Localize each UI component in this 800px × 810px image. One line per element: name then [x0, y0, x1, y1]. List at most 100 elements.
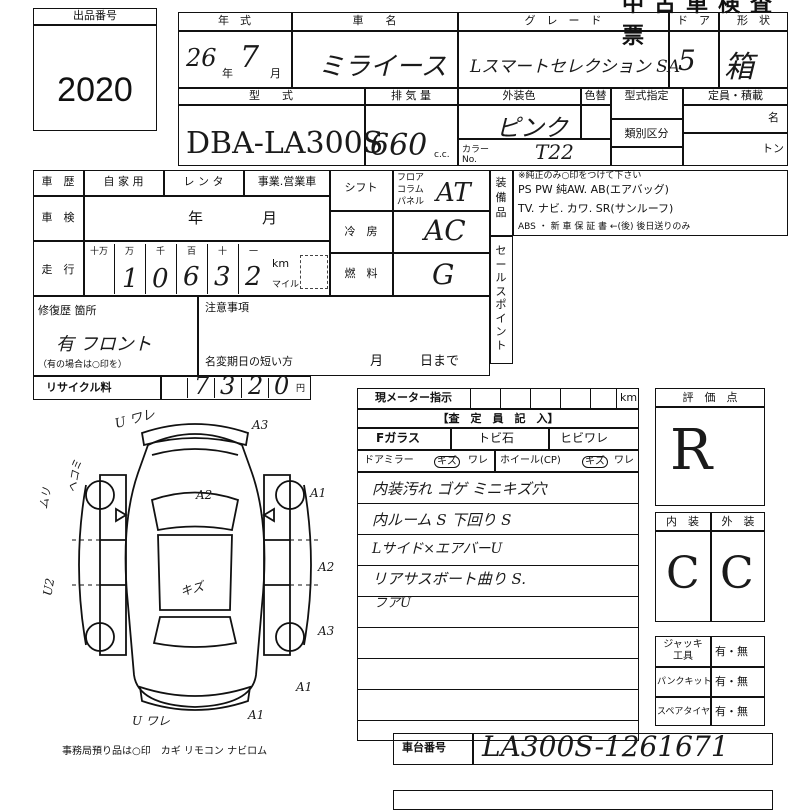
color-change-label: 色替 [584, 89, 607, 102]
equipment-line-1[interactable]: PS PW 純AW. AB(エアバッグ) [518, 183, 669, 196]
notes-label: 注意事項 [205, 301, 249, 314]
name-change-month-unit: 月 [370, 354, 384, 369]
mirror-scratch[interactable]: キズ [434, 456, 460, 468]
doors-value: 5 [678, 44, 696, 77]
car-damage-diagram [70, 423, 320, 711]
meter-unit: km [620, 391, 638, 404]
mileage-digit-label-10: 十 [218, 247, 228, 257]
recycle-unit: 円 [296, 384, 306, 394]
history-option-rental[interactable]: レ ン タ [183, 175, 224, 188]
mileage-digit-label-100: 百 [187, 247, 197, 257]
jack-label: ジャッキ 工具 [663, 639, 703, 662]
spare-tire-value[interactable]: 有・無 [715, 705, 748, 718]
shift-option-panel[interactable]: パネル [397, 197, 425, 207]
diagram-mark-right-door: A2 [318, 560, 335, 574]
shift-value: AT [436, 178, 471, 208]
inspector-note-4: リアサスボート曲り S. [372, 570, 526, 588]
inspector-label: 【査 定 員 記 入】 [437, 412, 559, 425]
equipment-note: ※純正のみ○印をつけて下さい [518, 171, 642, 181]
color-no-label: カラー No. [462, 145, 490, 165]
sale-point-box [490, 236, 513, 364]
mile-checkbox[interactable] [300, 255, 328, 289]
puncture-kit-label: パンクキット [657, 677, 712, 687]
mileage-digit-label-1k: 千 [156, 247, 166, 257]
history-option-business[interactable]: 事業.営業車 [257, 175, 317, 188]
fuel-label: 燃 料 [344, 267, 378, 280]
inspection-year-unit: 年 [188, 209, 204, 227]
model-label: 型 式 [249, 89, 293, 102]
mirror-label: ドアミラー [364, 455, 414, 466]
lot-number: 2020 [57, 71, 133, 109]
inspection-month-unit: 月 [262, 209, 278, 227]
chassis-box [393, 733, 773, 765]
diagram-mark-rear-right: A1 [248, 708, 265, 722]
repair-label: 修復歴 箇所 [38, 304, 97, 317]
wheel-scratch[interactable]: キズ [582, 456, 608, 468]
notes-box [198, 296, 490, 376]
mileage-digit-10: 3 [214, 262, 231, 292]
mileage-digit-100: 6 [183, 262, 200, 292]
shift-option-column[interactable]: コラム [397, 185, 424, 195]
grade-label: グ レ ー ド [524, 14, 602, 27]
equipment-table [490, 170, 788, 236]
glass-label: Fガラス [376, 431, 420, 445]
mileage-mile-unit: マイル [272, 280, 300, 290]
doors-label: ド ア [677, 14, 710, 27]
exterior-color-label: 外装色 [502, 89, 536, 102]
inspector-note-5: フアU [374, 596, 411, 611]
jack-value[interactable]: 有・無 [715, 645, 748, 658]
evaluation-label: 評 価 点 [682, 391, 738, 404]
mileage-digit-label-10k: 万 [125, 247, 135, 257]
repair-box [33, 296, 198, 376]
equipment-line-2[interactable]: TV. ナビ. カワ. SR(サンルーフ) [518, 202, 674, 215]
mileage-digit-label-1: 一 [249, 247, 259, 257]
mirror-crack[interactable]: ワレ [468, 455, 488, 466]
glass-chip[interactable]: トビ石 [478, 431, 515, 445]
equipment-line-3[interactable]: ABS ・ 新 車 保 証 書 ←(後) 後日送りのみ [518, 222, 691, 232]
model-designation-label: 型式指定 [624, 89, 669, 102]
header-table [178, 12, 788, 88]
recycle-box [33, 376, 311, 400]
inspector-note-3: Lサイド×エアバーU [372, 541, 503, 557]
year-label: 年 式 [218, 14, 251, 27]
shift-option-floor[interactable]: フロア [397, 173, 425, 183]
evaluation-box [655, 388, 765, 506]
car-name-value: ミライース [318, 52, 447, 82]
diagram-mark-rear-quarter: A1 [296, 680, 313, 694]
history-option-private[interactable]: 自 家 用 [103, 175, 144, 188]
year-era-unit: 年 [222, 67, 233, 80]
grade-value: Lスマートセレクション SA [470, 57, 681, 77]
capacity-persons-unit: 名 [768, 111, 779, 124]
bottom-partial-box [393, 790, 773, 810]
displacement-label: 排 気 量 [391, 89, 431, 102]
wheel-crack[interactable]: ワレ [614, 455, 634, 466]
displacement-unit: c.c. [434, 150, 450, 160]
diagram-mark-right-fender: A1 [310, 486, 327, 500]
lot-label: 出品番号 [73, 9, 117, 22]
diagram-mark-front-right: A3 [252, 418, 269, 432]
displacement-value: 660 [370, 128, 428, 163]
meter-row [357, 388, 639, 409]
shift-label: シフト [344, 181, 378, 194]
model-table [178, 88, 788, 166]
inspector-box [357, 409, 639, 741]
history-table [33, 170, 330, 296]
puncture-kit-value[interactable]: 有・無 [715, 675, 748, 688]
name-change-day-unit: 日まで [420, 354, 460, 369]
spare-tire-label: スペアタイヤ [657, 707, 711, 717]
lot-box [33, 8, 157, 131]
glass-crack[interactable]: ヒビワレ [560, 431, 609, 445]
name-change-label: 名変期日の短い方 [205, 355, 293, 368]
category-label: 類別区分 [624, 127, 669, 140]
inspector-note-1: 内装汚れ ゴゲ ミニキズ穴 [372, 480, 547, 498]
recycle-digit-4: 0 [274, 372, 290, 400]
shift-table [330, 170, 490, 296]
exterior-color-value: ピンク [496, 114, 568, 142]
chassis-label: 車台番号 [402, 741, 446, 754]
diagram-mark-hood: A2 [196, 488, 213, 502]
inspector-note-2: 内ルーム S 下回り S [372, 511, 512, 529]
mileage-digit-1k: 0 [152, 264, 169, 294]
recycle-digit-3: 2 [248, 372, 264, 400]
year-month-value: 7 [240, 40, 260, 75]
repair-note: （有の場合は○印を） [38, 360, 127, 370]
